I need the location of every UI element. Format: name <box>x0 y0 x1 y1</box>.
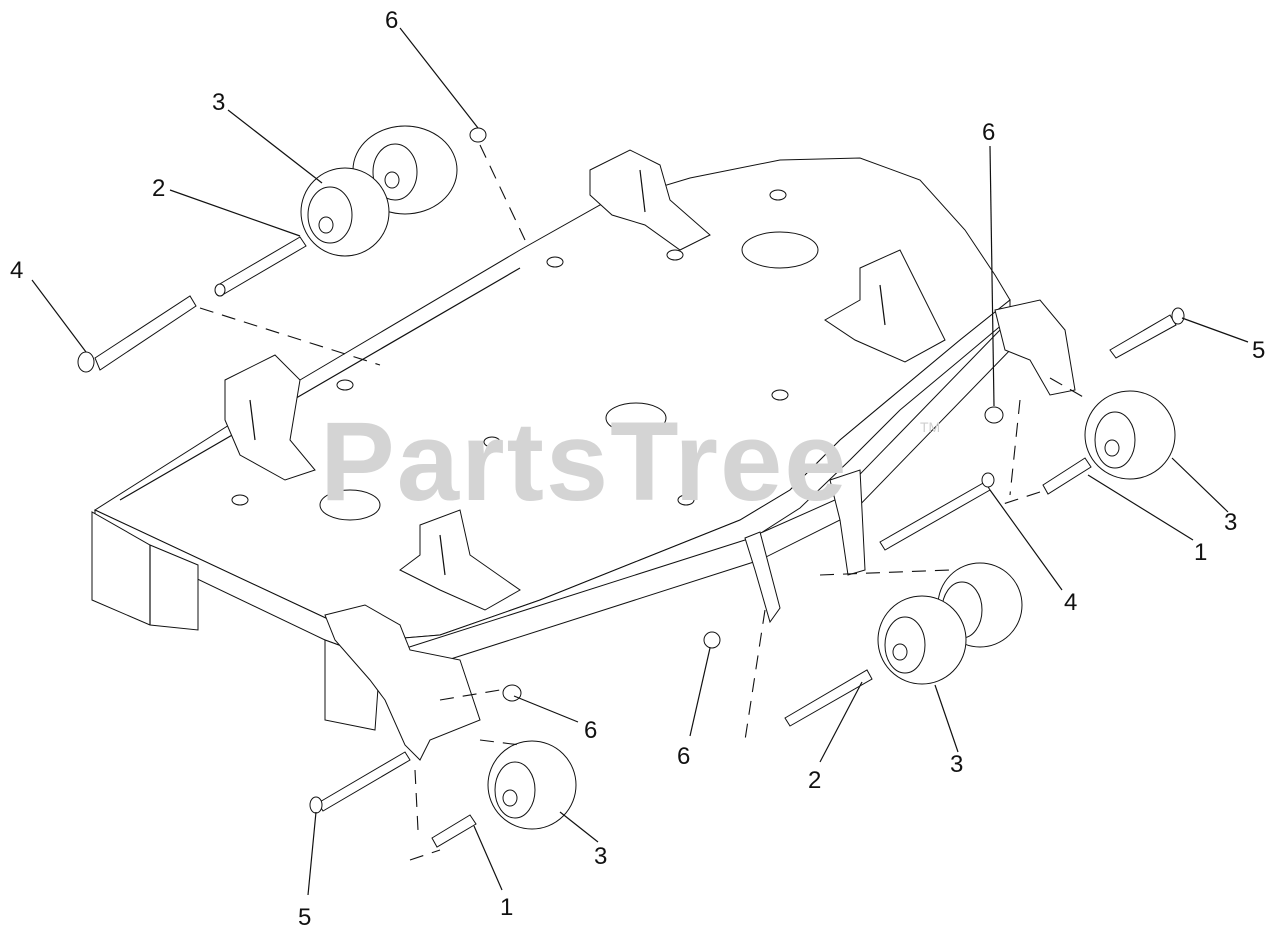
wheel-bracket-right <box>829 469 866 576</box>
bolt-top-left <box>77 295 197 373</box>
callout-wheel-front-right: 3 <box>950 751 963 778</box>
callout-bolt-bottom-left: 5 <box>298 904 311 931</box>
callout-bolt-top-left: 4 <box>10 257 23 284</box>
mounting-bracket-front <box>399 509 521 611</box>
wheel-front-right-front <box>877 595 967 685</box>
callout-pin-front-right: 2 <box>808 767 821 794</box>
wheel-bracket-front-left <box>324 604 481 761</box>
wheel-top-left-front <box>300 167 390 257</box>
partstree-watermark: PartsTree TM <box>320 399 940 524</box>
mounting-bracket-left <box>224 354 316 481</box>
callout-nut-top: 6 <box>385 7 398 34</box>
spindle-hole-rear <box>741 231 819 269</box>
nut-top <box>469 127 487 143</box>
watermark-trademark: TM <box>920 419 940 435</box>
mounting-bracket-rear <box>589 149 711 251</box>
deck-bosses <box>231 189 789 506</box>
leader-lines <box>31 27 1249 896</box>
callout-bolt-right: 5 <box>1252 337 1265 364</box>
pin-top-left <box>214 236 307 297</box>
callout-bolt-right-long: 4 <box>1064 589 1077 616</box>
spindle-hole-center <box>605 402 667 434</box>
assembly-lines <box>199 144 1086 861</box>
wheel-bracket-front-right <box>744 531 781 624</box>
mounting-bracket-right <box>824 249 946 363</box>
callout-nut-front: 6 <box>677 743 690 770</box>
washer-bottom <box>502 684 522 702</box>
nut-right <box>984 406 1004 424</box>
wheel-bottom-left <box>487 740 577 830</box>
callout-nut-right: 6 <box>982 119 995 146</box>
mower-deck <box>91 149 1076 761</box>
nut-front <box>703 631 721 649</box>
watermark-text: PartsTree <box>320 399 849 524</box>
pin-bottom-left <box>431 814 477 848</box>
pin-front-right <box>784 669 873 727</box>
spindle-hole-left <box>319 489 381 521</box>
wheel-bracket-rear-right <box>994 299 1076 396</box>
callout-pin-right: 1 <box>1194 539 1207 566</box>
callout-labels: 6 3 2 4 6 5 3 1 4 6 6 3 2 5 1 3 <box>10 7 1265 931</box>
callout-wheel-top-left: 3 <box>212 89 225 116</box>
callout-pin-bottom-left: 1 <box>500 894 513 921</box>
callout-pin-top-left: 2 <box>152 175 165 202</box>
bolt-right-long <box>879 472 995 551</box>
pin-right <box>1042 457 1092 495</box>
bolt-bottom-left <box>309 751 411 814</box>
callout-wheel-right: 3 <box>1224 509 1237 536</box>
bolt-right-top <box>1109 307 1185 359</box>
callout-wheel-bottom-left: 3 <box>594 843 607 870</box>
callout-washer-bottom: 6 <box>584 717 597 744</box>
wheel-right <box>1084 390 1176 480</box>
